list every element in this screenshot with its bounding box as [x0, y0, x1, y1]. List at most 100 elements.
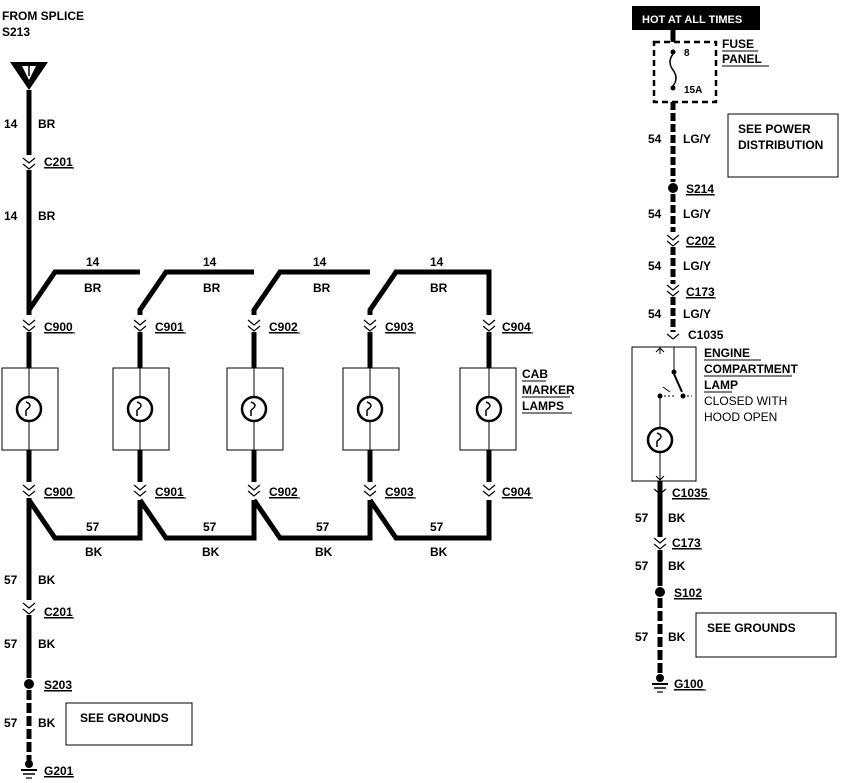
- branch-color-label: BR: [313, 281, 331, 295]
- lamp-column-2: C901 C901: [112, 319, 186, 499]
- wire-color-label: BK: [38, 716, 56, 730]
- connector-label: C1035: [688, 328, 724, 342]
- branch-gauge-label: 14: [430, 255, 444, 269]
- lamp-label: LAMP: [704, 378, 738, 392]
- splice-s203: S203: [24, 678, 72, 692]
- wire-gauge-label: 57: [635, 511, 649, 525]
- connector-label: C173: [686, 285, 715, 299]
- bulb-icon: [240, 368, 268, 450]
- wire-color-label: BR: [38, 209, 56, 223]
- branch-wire-4: [367, 269, 492, 315]
- engine-compartment-lamp-box: [631, 346, 697, 482]
- connector-label: C900: [44, 485, 73, 499]
- return-wire-1: [26, 498, 143, 541]
- connector-label: C902: [269, 320, 298, 334]
- branch-gauge-label: 14: [313, 255, 327, 269]
- fuse-icon: [669, 49, 677, 91]
- wire-gauge-label: 54: [648, 132, 662, 146]
- branch-color-label: BR: [203, 281, 221, 295]
- splice-s102: S102: [655, 586, 702, 600]
- branch-wire-2: [137, 269, 254, 315]
- return-color-label: BK: [85, 545, 103, 559]
- wire-color-label: BR: [38, 117, 56, 131]
- bulb-icon: [646, 398, 674, 481]
- svg-text:LAMPS: LAMPS: [522, 399, 564, 413]
- see-power-label: DISTRIBUTION: [738, 138, 823, 152]
- lamp-column-1: C900 C900: [1, 319, 75, 499]
- wire-gauge-label: 54: [648, 307, 662, 321]
- see-grounds-box: [695, 612, 837, 658]
- see-grounds-label: SEE GROUNDS: [707, 621, 796, 635]
- wire-color-label: LG/Y: [683, 259, 711, 273]
- connector-label: C201: [44, 155, 73, 169]
- branch-color-label: BR: [430, 281, 448, 295]
- wire-color-label: LG/Y: [683, 307, 711, 321]
- connector-c173: C173: [666, 284, 716, 299]
- bulb-icon: [15, 368, 43, 450]
- return-wire-3: [251, 498, 373, 541]
- branch-gauge-label: 14: [203, 255, 217, 269]
- connector-c202: C202: [666, 234, 716, 248]
- connector-label: C173: [672, 536, 701, 550]
- hood-switch-icon: [655, 347, 692, 399]
- connector-label: C904: [502, 485, 531, 499]
- ground-icon: [21, 760, 37, 779]
- fuse-rating: 15A: [684, 85, 702, 96]
- connector-label: C901: [155, 320, 184, 334]
- wire-color-label: LG/Y: [683, 132, 711, 146]
- connector-label: C900: [44, 320, 73, 334]
- splice-arrow-icon: [10, 62, 48, 90]
- connector-label: C201: [44, 605, 73, 619]
- see-power-box: [727, 113, 839, 178]
- wire-gauge-label: 57: [635, 630, 649, 644]
- return-gauge-label: 57: [203, 520, 217, 534]
- wire-gauge-label: 14: [4, 209, 18, 223]
- connector-c201-lower: C201: [22, 602, 74, 619]
- connector-label: C901: [155, 485, 184, 499]
- splice-label: S102: [674, 586, 702, 600]
- ground-icon: [652, 674, 668, 693]
- fuse-panel-box: [652, 40, 718, 104]
- connector-label: C902: [269, 485, 298, 499]
- from-splice-label: FROM SPLICE: [2, 9, 84, 23]
- connector-label: C903: [385, 485, 414, 499]
- wire-color-label: BK: [668, 630, 686, 644]
- bulb-icon: [126, 368, 154, 450]
- wire-gauge-label: 57: [4, 716, 18, 730]
- return-color-label: BK: [202, 545, 220, 559]
- wire-gauge-label: 54: [648, 207, 662, 221]
- return-gauge-label: 57: [430, 520, 444, 534]
- return-color-label: BK: [315, 545, 333, 559]
- see-grounds-label: SEE GROUNDS: [80, 711, 169, 725]
- wire-color-label: BK: [38, 573, 56, 587]
- ground-label: G100: [674, 677, 704, 691]
- return-wire-2: [137, 498, 257, 541]
- hot-at-all-times-banner: [632, 6, 760, 30]
- wire-color-label: BK: [38, 637, 56, 651]
- switch-note: HOOD OPEN: [704, 410, 777, 424]
- wire-gauge-label: 57: [4, 637, 18, 651]
- connector-c1035-lower: C1035: [653, 486, 710, 500]
- wire-color-label: LG/Y: [683, 207, 711, 221]
- splice-label: S214: [686, 182, 714, 196]
- lamp-label: COMPARTMENT: [704, 362, 798, 376]
- branch-gauge-label: 14: [86, 255, 100, 269]
- lamp-column-3: C902 C902: [226, 319, 300, 499]
- return-gauge-label: 57: [86, 520, 100, 534]
- connector-c173-lower: C173: [653, 536, 702, 550]
- connector-label: C903: [385, 320, 414, 334]
- svg-text:MARKER: MARKER: [522, 383, 575, 397]
- fuse-panel-label: PANEL: [722, 52, 762, 66]
- wire-color-label: BK: [668, 559, 686, 573]
- bulb-icon: [475, 368, 503, 450]
- branch-color-label: BR: [84, 281, 102, 295]
- wire-gauge-label: 14: [4, 117, 18, 131]
- splice-s214: S214: [668, 182, 715, 196]
- return-wire-4: [367, 498, 492, 541]
- fuse-panel-label: FUSE: [722, 37, 754, 51]
- connector-label: C904: [502, 320, 531, 334]
- wire-gauge-label: 57: [635, 559, 649, 573]
- switch-note: CLOSED WITH: [704, 394, 787, 408]
- branch-wire-1: [26, 269, 140, 312]
